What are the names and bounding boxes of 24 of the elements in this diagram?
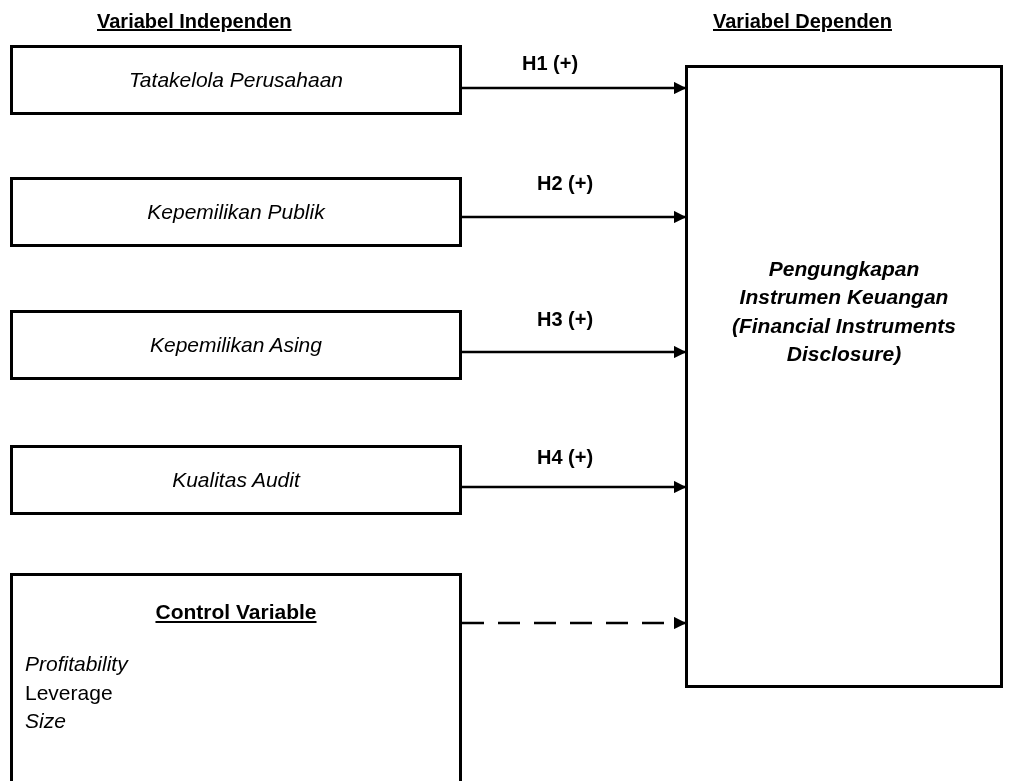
variable-name: Kualitas Audit (172, 466, 300, 493)
edge-label: H3 (+) (536, 308, 594, 331)
control-variable-box (10, 573, 462, 781)
dashed-arrow (462, 616, 687, 630)
edge-label: H2 (+) (536, 172, 594, 195)
box-heading: Control Variable (155, 599, 317, 625)
variable-name: Kepemilikan Asing (150, 331, 322, 358)
arrow (462, 480, 687, 494)
arrow (462, 81, 687, 95)
arrow (462, 345, 687, 359)
variable-list: Profitability Leverage Size (25, 650, 128, 736)
variable-box (10, 310, 462, 380)
variable-name: Tatakelola Perusahaan (128, 66, 344, 93)
section-heading: Variabel Dependen (713, 10, 892, 33)
edge-label: H4 (+) (536, 446, 594, 469)
variable-name: Kepemilikan Publik (147, 198, 325, 225)
variable-name: Pengungkapan Instrumen Keuangan (Financial Instruments Disclosure) (730, 255, 957, 367)
variable-box (10, 177, 462, 247)
section-heading: Variabel Independen (97, 10, 292, 33)
dependent-variable-box (685, 65, 1003, 688)
arrow (462, 210, 687, 224)
variable-box (10, 445, 462, 515)
edge-label: H1 (+) (521, 52, 579, 75)
variable-box (10, 45, 462, 115)
